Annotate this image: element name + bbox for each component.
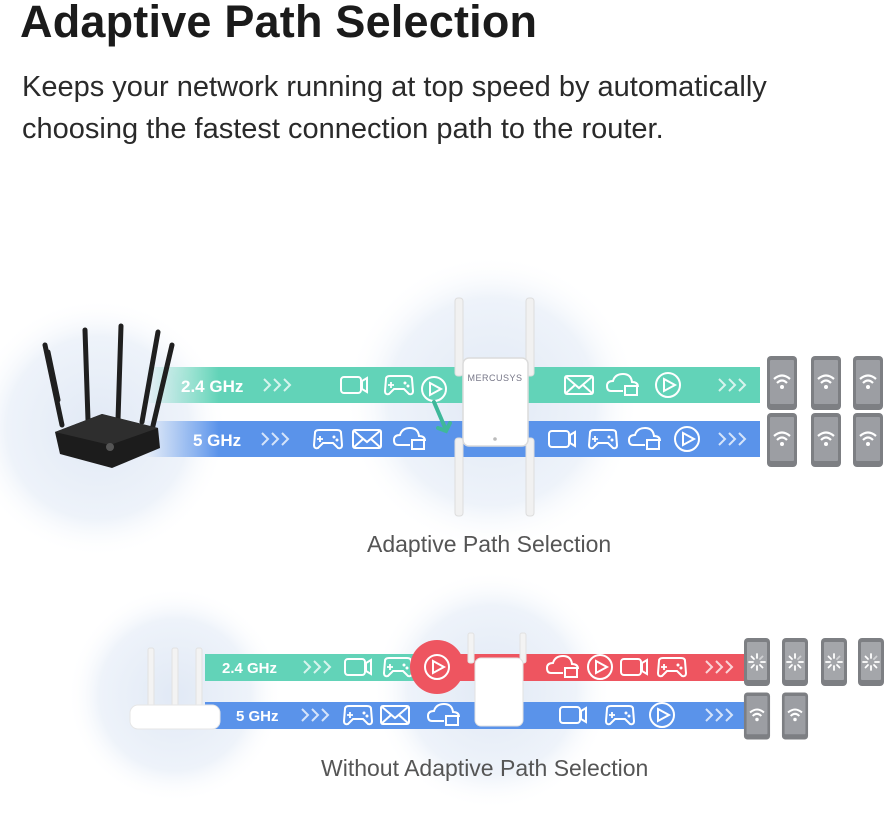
phone-icon (765, 411, 799, 469)
range-extender-icon: MERCUSYS (454, 297, 535, 517)
congestion-marker (410, 640, 464, 694)
band-24-label: 2.4 GHz (222, 660, 277, 677)
extender-brand: MERCUSYS (467, 373, 522, 383)
band-5-label: 5 GHz (193, 431, 241, 450)
phone-icon (809, 411, 843, 469)
adaptive-diagram: 2.4 GHz 5 GHz (0, 254, 885, 558)
phone-icon (851, 411, 885, 469)
client-devices (765, 354, 885, 469)
non-adaptive-diagram: 2.4 GHz 5 GHz (67, 570, 885, 810)
non-adaptive-caption: Without Adaptive Path Selection (321, 755, 649, 781)
page-subtitle: Keeps your network running at top speed … (22, 71, 767, 145)
loading-phone-icon (743, 637, 771, 687)
phone-icon (742, 691, 772, 741)
client-devices (742, 637, 885, 741)
range-extender-icon (467, 632, 527, 727)
switch-arrow-icon (432, 400, 452, 434)
phone-icon (765, 354, 799, 412)
loading-phone-icon (857, 637, 885, 687)
adaptive-caption: Adaptive Path Selection (367, 531, 612, 557)
loading-phone-icon (820, 637, 848, 687)
band-5-label: 5 GHz (236, 708, 279, 725)
router-icon (129, 647, 221, 730)
phone-icon (780, 691, 810, 741)
phone-icon (851, 354, 885, 412)
loading-phone-icon (781, 637, 809, 687)
band-24-label: 2.4 GHz (181, 377, 243, 396)
page-title: Adaptive Path Selection (20, 0, 538, 47)
phone-icon (809, 354, 843, 412)
band-24-lane (145, 367, 760, 403)
router-icon (42, 323, 175, 468)
